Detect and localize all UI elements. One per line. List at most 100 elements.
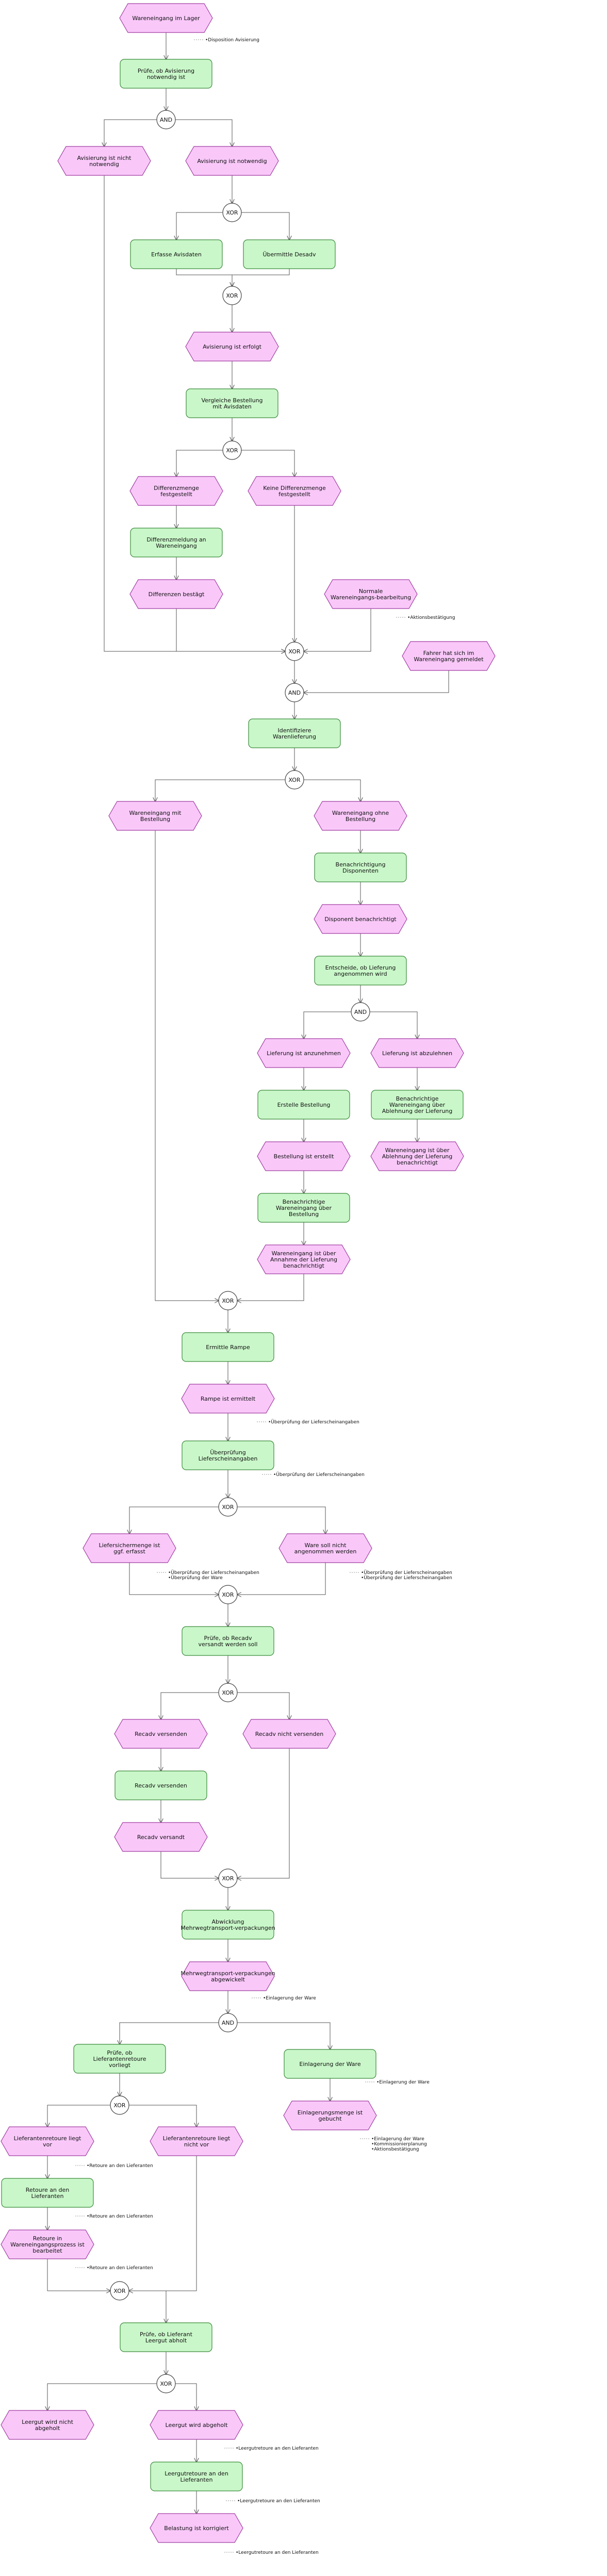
gateway-xor[interactable]: XOR xyxy=(218,1585,238,1604)
event-recadv-versandt[interactable]: Recadv versandt xyxy=(114,1822,208,1852)
annotation-text: •Überprüfung der Lieferscheinangaben xyxy=(273,1472,365,1478)
connector-shape xyxy=(110,2095,129,2115)
gateway-xor[interactable]: XOR xyxy=(218,1868,238,1888)
gateway-xor[interactable]: XOR xyxy=(110,2095,129,2115)
function-shape xyxy=(120,59,212,89)
gateway-xor[interactable]: XOR xyxy=(156,2374,176,2393)
event-avisierung-ist-notwendig[interactable]: Avisierung ist notwendig xyxy=(185,146,279,176)
event-leergut-wird-abgeholt[interactable]: Leergut wird abgeholt xyxy=(150,2410,243,2440)
edges-layer xyxy=(47,32,449,2514)
function-erfasse-avisdaten[interactable]: Erfasse Avisdaten xyxy=(130,239,223,269)
event-lieferung-ist-abzulehnen[interactable]: Lieferung ist abzulehnen xyxy=(370,1038,464,1068)
annotation-text: •Aktionsbestätigung xyxy=(407,615,455,620)
function-shape xyxy=(314,956,407,986)
gateway-xor[interactable]: XOR xyxy=(222,440,242,460)
event-avisierung-ist-erfolgt[interactable]: Avisierung ist erfolgt xyxy=(185,332,279,362)
event-shape xyxy=(314,904,407,934)
gateway-and[interactable]: AND xyxy=(285,683,304,702)
event-disponent-benachrichtigt[interactable]: Disponent benachrichtigt xyxy=(314,904,407,934)
event-shape xyxy=(242,1719,336,1749)
function-ermittle-rampe[interactable]: Ermittle Rampe xyxy=(182,1332,274,1362)
event-recadv-versenden[interactable]: Recadv versenden xyxy=(114,1719,208,1749)
annotation-note: •Leergutretoure an den Lieferanten xyxy=(224,2550,319,2555)
event-belastung-ist-korrigiert[interactable]: Belastung ist korrigiert xyxy=(150,2513,243,2543)
function-shape xyxy=(130,528,223,557)
event-bestellung-ist-erstellt[interactable]: Bestellung ist erstellt xyxy=(257,1141,351,1171)
event-lieferung-ist-anzunehmen[interactable]: Lieferung ist anzunehmen xyxy=(257,1038,351,1068)
gateway-xor[interactable]: XOR xyxy=(218,1683,238,1702)
event-shape xyxy=(150,2126,243,2156)
gateway-xor[interactable]: XOR xyxy=(110,2281,129,2301)
event-recadv-nicht-versenden[interactable]: Recadv nicht versenden xyxy=(242,1719,336,1749)
event-shape xyxy=(129,476,223,506)
gateway-label: XOR xyxy=(226,292,238,299)
gateway-xor[interactable]: XOR xyxy=(218,1291,238,1310)
function-erstelle-bestellung[interactable]: Erstelle Bestellung xyxy=(257,1090,350,1120)
flow-arrow-g7-to-e11 xyxy=(304,779,360,801)
function-uebermittle-desadv[interactable]: Übermittle Desadv xyxy=(243,239,336,269)
function-shape xyxy=(182,1910,274,1940)
connector-shape xyxy=(218,1868,238,1888)
event-differenzen-bestaegt[interactable]: Differenzen bestägt xyxy=(129,579,223,609)
gateway-label: AND xyxy=(288,690,301,696)
gateway-and[interactable]: AND xyxy=(156,110,176,129)
gateway-xor[interactable]: XOR xyxy=(285,770,304,790)
gateway-and[interactable]: AND xyxy=(351,1002,370,1022)
gateway-label: AND xyxy=(354,1009,367,1015)
gateway-and[interactable]: AND xyxy=(218,2013,238,2032)
event-label: Differenzen bestägt xyxy=(149,591,205,598)
function-shape xyxy=(314,852,407,882)
annotation-note: •Retoure an den Lieferanten xyxy=(75,2266,153,2271)
event-shape xyxy=(129,579,223,609)
gateway-label: XOR xyxy=(222,1689,234,1696)
gateway-xor[interactable]: XOR xyxy=(285,642,304,661)
connector-shape xyxy=(218,1291,238,1310)
gateway-xor[interactable]: XOR xyxy=(218,1497,238,1517)
event-wareneingang-im-lager[interactable]: Wareneingang im Lager xyxy=(119,3,213,33)
function-shape xyxy=(182,1332,274,1362)
event-rampe-ist-ermittelt[interactable]: Rampe ist ermittelt xyxy=(181,1384,275,1414)
function-recadv-versenden[interactable]: Recadv versenden xyxy=(114,1770,207,1800)
gateway-xor[interactable]: XOR xyxy=(222,203,242,222)
function-einlagerung-der-ware[interactable]: Einlagerung der Ware xyxy=(284,2049,376,2079)
event-shape xyxy=(1,2229,94,2259)
gateway-xor[interactable]: XOR xyxy=(222,286,242,305)
flow-arrow-g12-to-e22 xyxy=(237,1692,289,1719)
